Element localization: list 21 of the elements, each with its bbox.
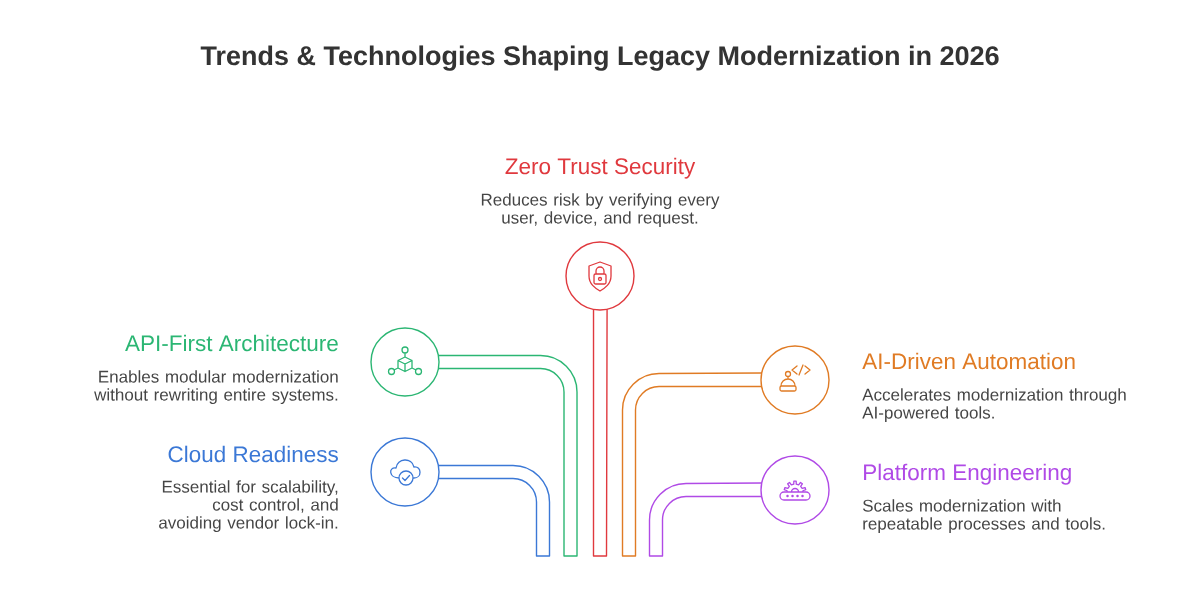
title: Trends & Technologies Shaping Legacy Modernization in 2026 (200, 45, 999, 71)
pipe-connector (592, 308, 608, 557)
pipe-connector (437, 354, 578, 557)
pipe-connector (437, 464, 551, 557)
description: Reduces risk by verifying every user, device, and request. (481, 193, 720, 228)
description: Enables modular modernization without rewriting entire systems. (94, 370, 338, 405)
item-heading: Zero Trust Security (505, 157, 696, 179)
pipe-connector (621, 372, 763, 557)
icon-circle (370, 437, 440, 507)
icon-circle (760, 345, 830, 415)
item-heading: Platform Engineering (864, 463, 1071, 485)
description: Essential for scalability, cost control, and avoiding vendor lock-in. (159, 480, 338, 533)
icon-circle (370, 327, 440, 397)
item-heading: Cloud Readiness (168, 445, 338, 463)
icon-circle (760, 455, 830, 525)
description: Accelerates modernization through AI-powered tools. (862, 388, 1126, 423)
description: Scales modernization with repeatable processes and tools. (863, 499, 1105, 534)
item-heading: API-First Architecture (125, 334, 338, 352)
pipe-connector (648, 482, 763, 557)
icon-circle (565, 241, 635, 311)
item-heading: AI-Driven Automation (862, 352, 1075, 370)
